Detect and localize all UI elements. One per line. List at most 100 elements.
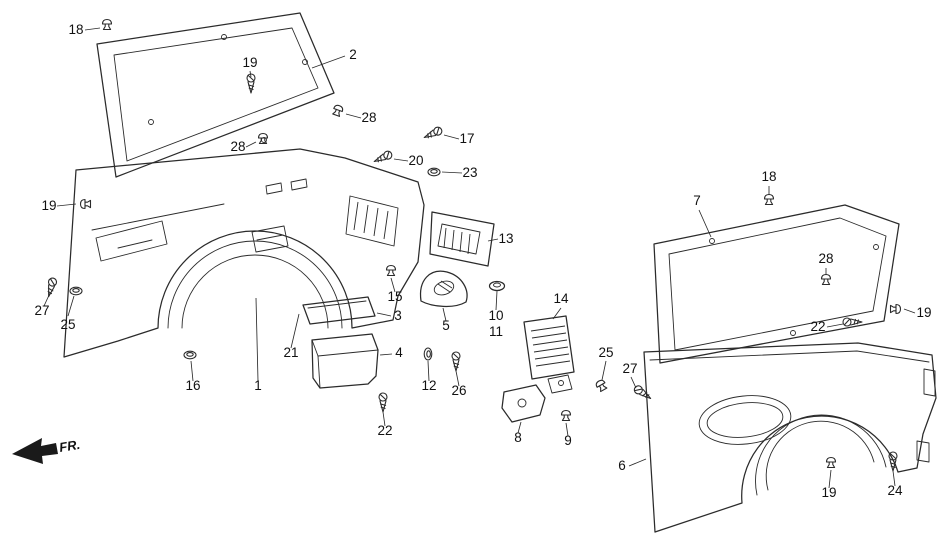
callout-label: 28 xyxy=(230,139,245,154)
fr-label: FR. xyxy=(58,437,81,455)
grille-slats xyxy=(530,325,571,367)
bin-opening xyxy=(311,339,379,357)
callout-label: 9 xyxy=(564,433,572,448)
callout-label: 14 xyxy=(553,291,569,306)
wheel-arch-line xyxy=(765,420,875,491)
grommet-icon xyxy=(69,286,83,296)
callouts: 18 2 19 28 17 28 20 23 19 13 18 7 28 27 … xyxy=(34,22,931,500)
armrest-contour xyxy=(91,203,225,231)
vent-grille xyxy=(523,315,575,394)
wheel-arch-line xyxy=(167,240,343,329)
trim-clip-icon xyxy=(331,103,345,118)
arrow-shape xyxy=(12,438,58,464)
callout-label: 15 xyxy=(387,289,402,304)
grommet-icon xyxy=(183,350,197,360)
callout-label: 20 xyxy=(408,153,423,168)
callout-label: 7 xyxy=(693,193,701,208)
corner-bracket xyxy=(501,384,546,423)
frame-clip-mark xyxy=(302,59,308,65)
screw-icon xyxy=(451,351,461,372)
trim-clip-icon xyxy=(820,273,832,286)
callout-label: 26 xyxy=(451,383,466,398)
callout-label: 24 xyxy=(887,483,903,498)
trim-clip-icon xyxy=(889,303,902,315)
screw-icon xyxy=(44,276,58,299)
trim-clip-icon xyxy=(79,198,92,210)
grommet-icon xyxy=(423,347,433,361)
frame-clip-mark xyxy=(709,238,715,244)
callout-label: 11 xyxy=(489,324,503,339)
fasteners xyxy=(44,18,902,472)
trim-clip-icon xyxy=(594,378,609,393)
callout-label: 13 xyxy=(498,231,513,246)
callout-label: 25 xyxy=(598,345,613,360)
right-window-garnish xyxy=(653,204,900,364)
frame-clip-mark xyxy=(148,119,154,125)
panel-pocket xyxy=(698,395,792,445)
vent-opening xyxy=(345,195,399,247)
callout-label: 12 xyxy=(421,378,436,393)
right-quarter-panel xyxy=(643,342,937,533)
clip-bracket-10-11 xyxy=(488,280,506,292)
grille-tab-hole xyxy=(558,380,564,386)
front-direction-arrow: FR. xyxy=(12,437,81,464)
callout-label: 19 xyxy=(242,55,257,70)
speaker-garnish xyxy=(419,270,468,307)
trim-clip-icon xyxy=(560,409,572,422)
callout-label: 19 xyxy=(821,485,836,500)
callout-label: 3 xyxy=(394,308,402,323)
frame-clip-mark xyxy=(221,34,227,40)
speaker-hatch xyxy=(437,280,453,293)
callout-label: 27 xyxy=(34,303,49,318)
callout-label: 27 xyxy=(622,361,637,376)
frame-clip-mark xyxy=(873,244,879,250)
pocket-slot xyxy=(117,239,153,249)
vent-hatch xyxy=(353,201,389,240)
callout-label: 19 xyxy=(41,198,56,213)
grommet-icon xyxy=(427,167,441,177)
side-lining-panel xyxy=(429,211,495,267)
cup-recess xyxy=(251,225,289,253)
callout-label: 5 xyxy=(442,318,450,333)
callout-label: 2 xyxy=(349,47,357,62)
leader-lines xyxy=(43,27,916,489)
callout-label: 28 xyxy=(818,251,833,266)
left-quarter-panel xyxy=(63,148,425,358)
callout-label: 22 xyxy=(377,423,392,438)
callout-label: 6 xyxy=(618,458,626,473)
screw-icon xyxy=(371,149,394,166)
panel-detail xyxy=(265,182,283,195)
callout-label: 17 xyxy=(459,131,474,146)
screw-icon xyxy=(378,392,388,413)
screw-icon xyxy=(421,125,444,142)
callout-label: 21 xyxy=(283,345,298,360)
trim-clip-icon xyxy=(101,18,113,31)
pocket-bin xyxy=(311,333,379,389)
callout-label: 19 xyxy=(916,305,931,320)
callout-label: 10 xyxy=(488,308,503,323)
screw-icon xyxy=(842,317,863,327)
panel-detail xyxy=(916,440,930,463)
trim-clip-icon xyxy=(825,456,837,469)
callout-label: 4 xyxy=(395,345,403,360)
left-window-garnish xyxy=(96,12,335,178)
lining-hatch xyxy=(443,227,471,255)
panel-detail xyxy=(923,368,936,397)
callout-label: 23 xyxy=(462,165,477,180)
callout-label: 8 xyxy=(514,430,522,445)
door-pocket xyxy=(95,220,168,262)
panel-detail xyxy=(290,178,308,191)
callout-label: 22 xyxy=(810,319,825,334)
bin-edge xyxy=(317,355,321,389)
panel-pocket-inner xyxy=(706,402,784,438)
grille-tab xyxy=(547,374,573,394)
callout-label: 1 xyxy=(254,378,262,393)
callout-label: 18 xyxy=(68,22,83,37)
panel-lip-line xyxy=(649,350,930,363)
wheel-arch-line xyxy=(181,254,329,329)
callout-label: 28 xyxy=(361,110,376,125)
callout-label: 18 xyxy=(761,169,776,184)
tray-lid xyxy=(302,296,376,325)
